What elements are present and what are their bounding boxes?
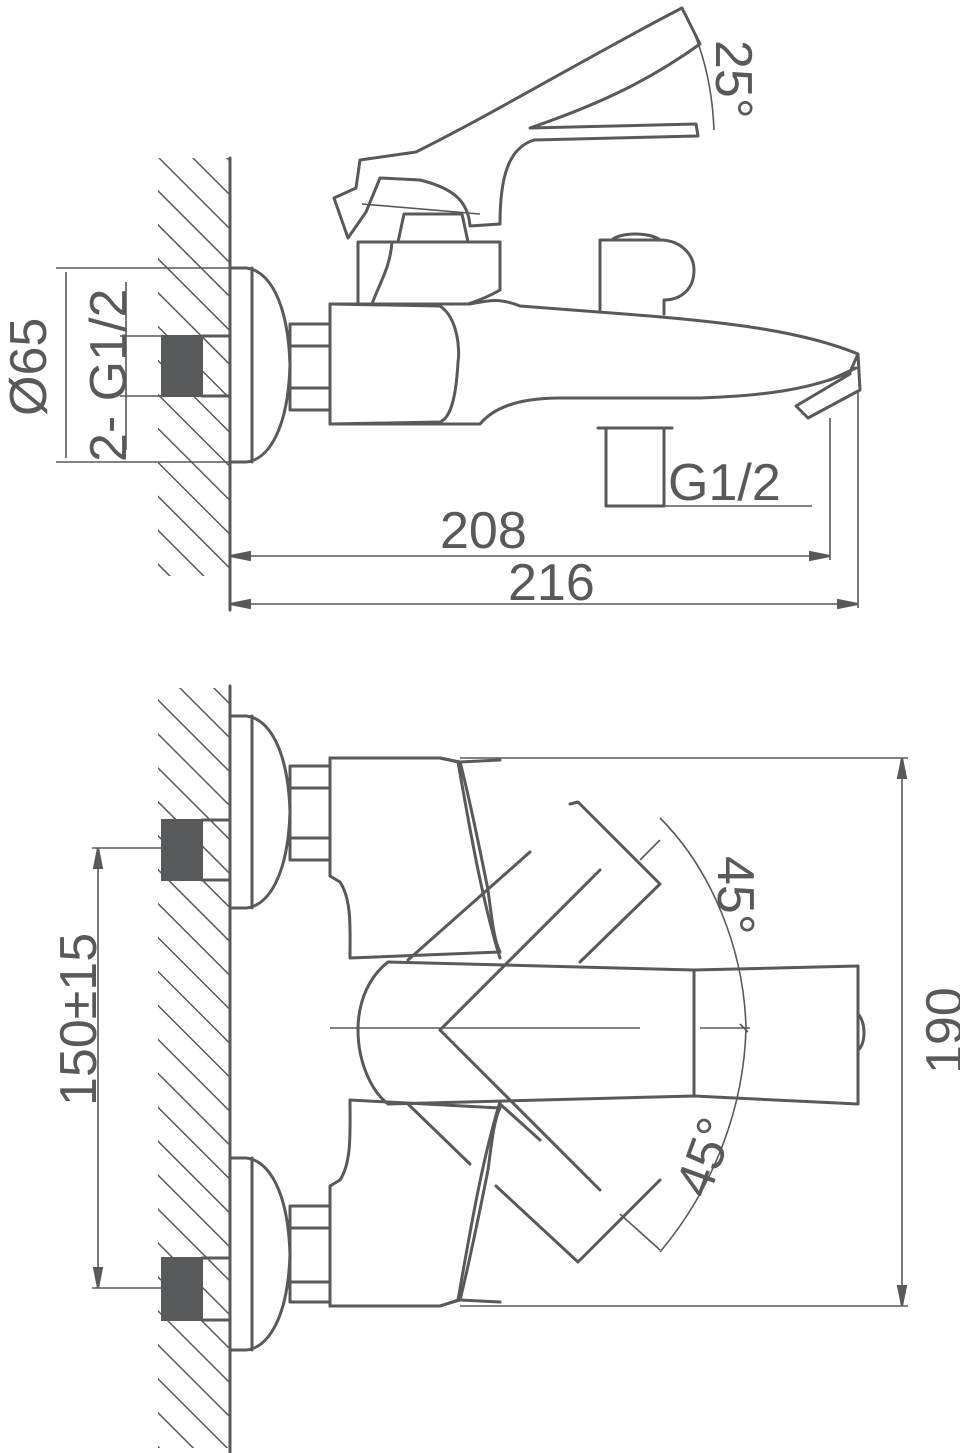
label-length-outer: 216 [508,554,595,612]
cartridge-column [356,240,502,306]
label-angle-lever: 25° [704,40,762,119]
label-diameter: Ø65 [0,318,58,416]
escutcheon-lower [228,1156,292,1352]
inlet-thread-upper [161,819,203,881]
label-center-distance: 150±15 [50,933,108,1106]
wall-hatch-bottom [158,688,230,1448]
spout-top[interactable] [356,960,860,1106]
inlet-thread-lower [161,1257,203,1321]
label-width: 190 [916,987,960,1074]
label-inlet-thread: 2- G1/2 [80,289,138,462]
outlet-thread-side [604,426,666,508]
side-view: 25° Ø65 2- G1/2 G1/2 208 216 [0,6,862,612]
label-outlet-thread: G1/2 [668,454,781,512]
connector-nut-upper [288,764,332,862]
connector-nut-side [288,322,332,412]
label-angle-upper: 45° [706,856,764,935]
escutcheon-side [228,266,292,464]
lever-lower-45 [494,1178,662,1264]
valve-body-side [328,299,860,426]
label-length-inner: 208 [440,502,527,560]
label-angle-lower: 45° [665,1110,746,1204]
diverter-knob-side [598,238,696,316]
spout-end-side [794,352,862,420]
inlet-thread-side [161,335,203,397]
escutcheon-upper [228,714,292,910]
lever-upper-45 [568,800,662,964]
valve-body-top [328,756,502,960]
connector-nut-lower [288,1204,332,1304]
top-view: 45° 45° 150±15 190 [50,684,960,1453]
lever-handle[interactable] [332,6,702,240]
